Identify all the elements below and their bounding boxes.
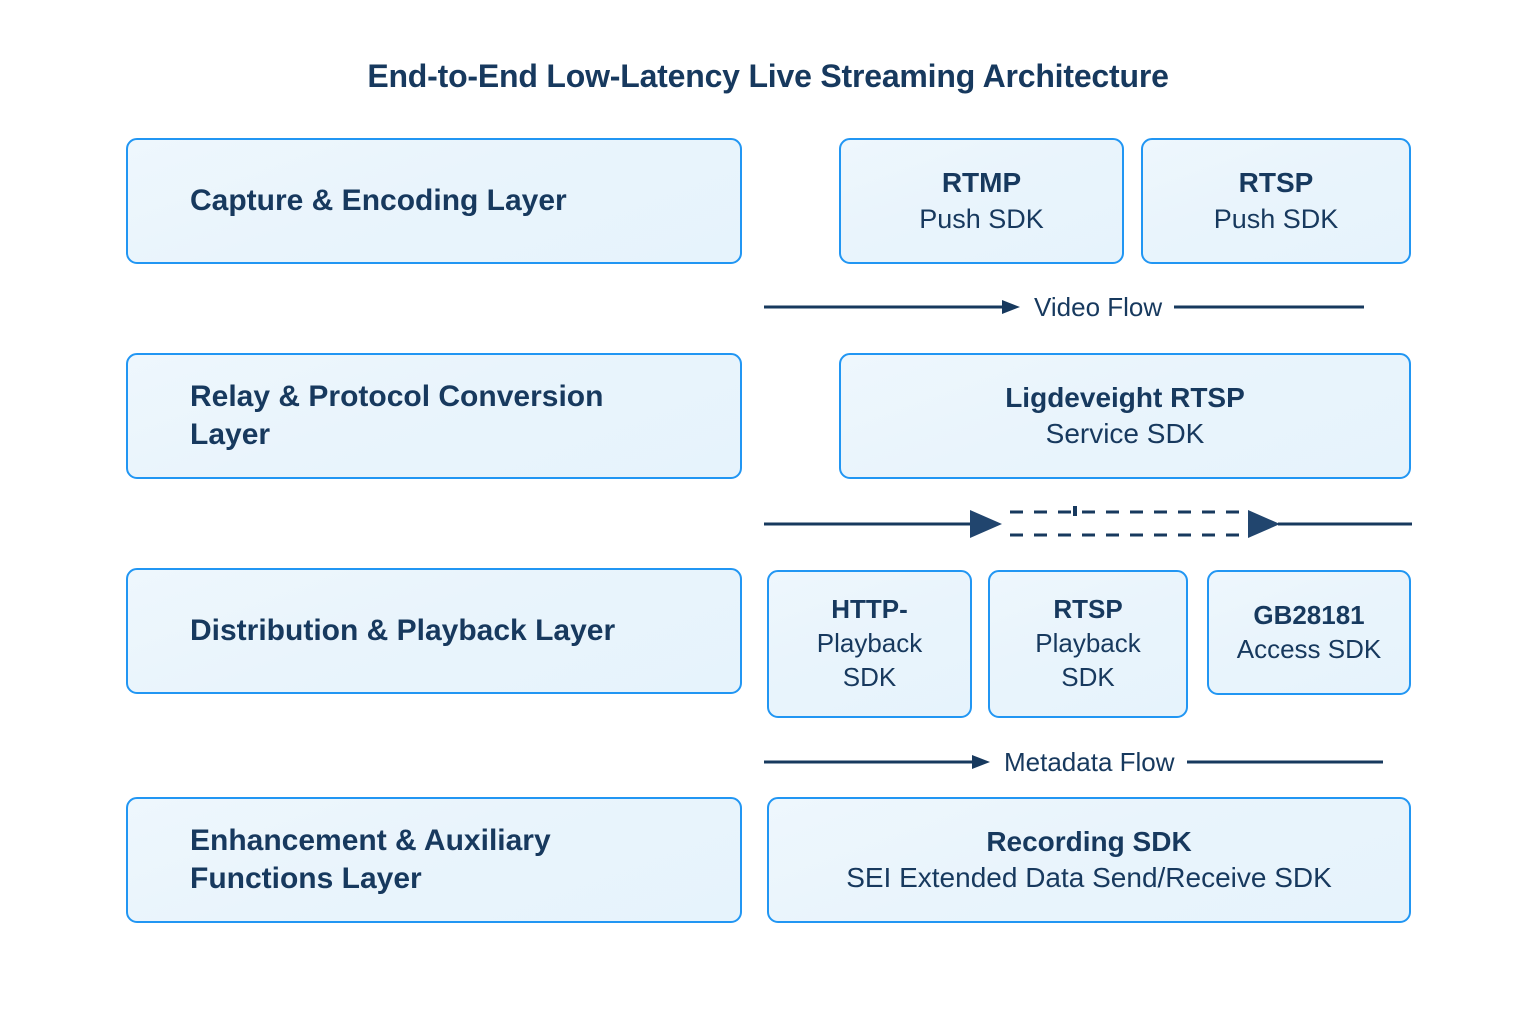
sdk-box-recording[interactable]: Recording SDK SEI Extended Data Send/Rec… — [767, 797, 1411, 923]
layer-label-enhancement-auxiliary-line2: Functions Layer — [190, 862, 422, 895]
sdk-label-recording-line2: SEI Extended Data Send/Receive SDK — [846, 862, 1332, 893]
sdk-label-recording-line1: Recording SDK — [986, 825, 1192, 857]
sdk-label-rtsp-playback-line3: SDK — [1061, 661, 1115, 692]
flow-row-metadata-flow: Metadata Flow — [764, 740, 1412, 784]
metadata-flow-tail-line-icon — [1186, 760, 1383, 764]
sdk-box-rtsp-playback[interactable]: RTSP Playback SDK — [988, 570, 1188, 718]
sdk-label-http-playback-line2: Playback — [816, 628, 923, 659]
video-flow-arrow-icon — [764, 300, 1020, 314]
sdk-box-lightweight-rtsp-service[interactable]: Ligdeveight RTSP Service SDK — [839, 353, 1411, 479]
sdk-box-rtmp-push[interactable]: RTMP Push SDK — [839, 138, 1124, 264]
sdk-label-rtmp-push-line2: Push SDK — [919, 203, 1044, 234]
layer-box-enhancement-auxiliary[interactable]: Enhancement & Auxiliary Functions Layer — [126, 797, 742, 923]
sdk-label-lightweight-rtsp-service-line2: Service SDK — [1045, 418, 1205, 449]
sdk-label-gb28181-access-line1: GB28181 — [1253, 599, 1365, 630]
sdk-label-rtsp-playback-line1: RTSP — [1053, 594, 1123, 625]
sdk-box-gb28181-access[interactable]: GB28181 Access SDK — [1207, 570, 1411, 695]
layer-box-relay-protocol-conversion[interactable]: Relay & Protocol Conversion Layer — [126, 353, 742, 479]
flow-label-metadata-flow: Metadata Flow — [1004, 747, 1175, 777]
sdk-label-rtsp-push-line1: RTSP — [1238, 167, 1314, 199]
flow-row-protocol-flow — [764, 500, 1412, 544]
page-title: End-to-End Low-Latency Live Streaming Ar… — [367, 58, 1169, 94]
layer-label-distribution-playback: Distribution & Playback Layer — [190, 613, 616, 647]
sdk-box-http-playback[interactable]: HTTP- Playback SDK — [767, 570, 972, 718]
metadata-flow-arrow-icon — [764, 755, 990, 769]
sdk-label-rtsp-playback-line2: Playback — [1035, 628, 1141, 659]
sdk-label-http-playback-line3: SDK — [842, 661, 897, 692]
layer-label-relay-protocol-conversion-line1: Relay & Protocol Conversion — [190, 379, 604, 413]
sdk-label-lightweight-rtsp-service-line1: Ligdeveight RTSP — [1005, 381, 1245, 413]
flow-label-video-flow: Video Flow — [1034, 292, 1163, 322]
sdk-label-rtsp-push-line2: Push SDK — [1213, 203, 1339, 234]
layer-label-capture-encoding: Capture & Encoding Layer — [190, 183, 567, 217]
layer-box-distribution-playback[interactable]: Distribution & Playback Layer — [126, 568, 742, 694]
sdk-box-rtsp-push[interactable]: RTSP Push SDK — [1141, 138, 1411, 264]
protocol-flow-arrow-icon — [764, 506, 1412, 538]
sdk-label-gb28181-access-line2: Access SDK — [1236, 633, 1382, 664]
layer-box-capture-encoding[interactable]: Capture & Encoding Layer — [126, 138, 742, 264]
layer-label-enhancement-auxiliary-line1: Enhancement & Auxiliary — [190, 823, 551, 857]
flow-row-video-flow: Video Flow — [764, 285, 1412, 329]
layer-label-relay-protocol-conversion-line2: Layer — [190, 418, 271, 451]
sdk-label-http-playback-line1: HTTP- — [831, 594, 908, 625]
video-flow-tail-line-icon — [1174, 305, 1365, 309]
sdk-label-rtmp-push-line1: RTMP — [941, 167, 1022, 199]
